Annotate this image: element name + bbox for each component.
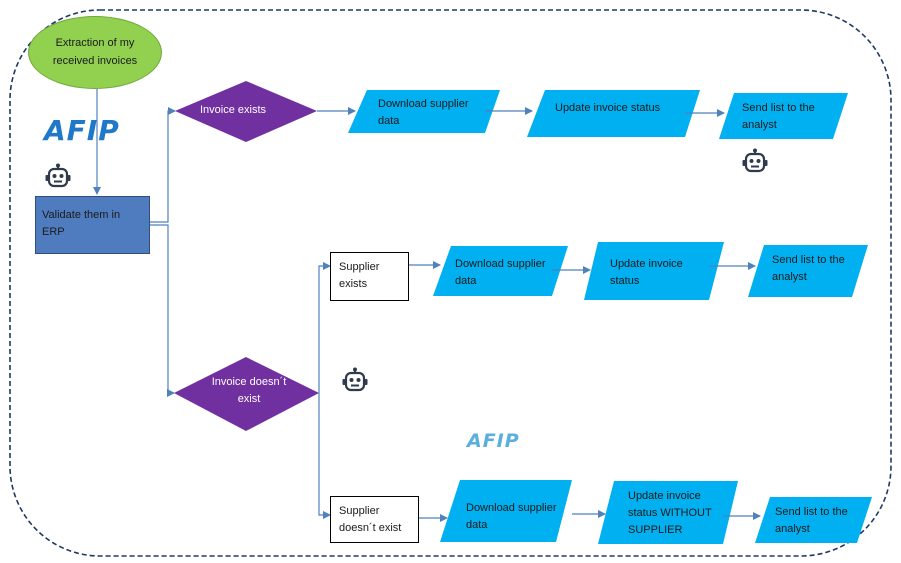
row1-update-label: Update invoice status [555,102,661,114]
row1-download-shape [348,90,500,133]
row3-send-shape [755,497,872,543]
decision-invoice-exists-label: Invoice exists [200,104,267,116]
row2-update-label: Update invoice status [610,258,683,288]
row1-download: Download supplier data [378,90,488,130]
diagram-frame [9,9,892,557]
row2-update: Update invoice status [610,250,700,290]
row3-update: Update invoice status WITHOUT SUPPLIER [628,482,724,539]
row3-download-label: Download supplier data [466,502,557,532]
row2-download: Download supplier data [455,250,560,290]
row3-download: Download supplier data [466,494,571,534]
connector-not-exists-supplier-not-exists [318,393,331,519]
supplier-not-exists-label: Supplier doesn´t exist [339,505,402,535]
robot-icon [342,367,368,392]
validate-node-label: Validate them in ERP [42,209,121,239]
afip-logo: AFIP [467,430,520,452]
connector-not-exists-supplier-exists [318,262,331,393]
row2-download-label: Download supplier data [455,258,546,288]
decision-invoice-exists-shape [175,81,317,142]
row2-update-shape [584,242,724,300]
supplier-exists-node: Supplier exists [330,252,409,301]
decision-invoice-exists: Invoice exists [200,102,300,119]
start-node-label: Extraction of my received invoices [52,37,138,67]
supplier-not-exists-node: Supplier doesn´t exist [330,496,419,543]
robot-icon [45,163,71,188]
connector-validate-invoice-exists [150,107,176,223]
row2-download-shape [433,246,568,296]
row1-update: Update invoice status [555,94,685,117]
decision-invoice-not-exists: Invoice doesn´t exist [208,374,290,408]
row1-send: Send list to the analyst [742,94,832,134]
row1-send-shape [719,93,848,139]
connector-validate-invoice-not-exists [150,224,175,397]
row1-update-shape [527,90,700,137]
row2-send: Send list to the analyst [772,246,857,286]
row3-send-label: Send list to the analyst [775,506,848,536]
validate-node: Validate them in ERP [35,196,150,254]
row2-send-shape [748,245,868,297]
row3-update-shape [598,481,738,544]
start-node: Extraction of my received invoices [28,16,162,89]
decision-invoice-not-exists-label: Invoice doesn´t exist [211,376,287,406]
robot-icon [742,148,768,173]
row1-download-label: Download supplier data [378,98,469,128]
row3-update-label: Update invoice status WITHOUT SUPPLIER [628,490,712,537]
decision-invoice-not-exists-shape [174,357,319,431]
row2-send-label: Send list to the analyst [772,254,845,284]
row3-send: Send list to the analyst [775,498,860,538]
row3-download-shape [440,480,572,542]
afip-logo: AFIP [44,114,120,147]
row1-send-label: Send list to the analyst [742,102,815,132]
supplier-exists-label: Supplier exists [339,261,380,291]
